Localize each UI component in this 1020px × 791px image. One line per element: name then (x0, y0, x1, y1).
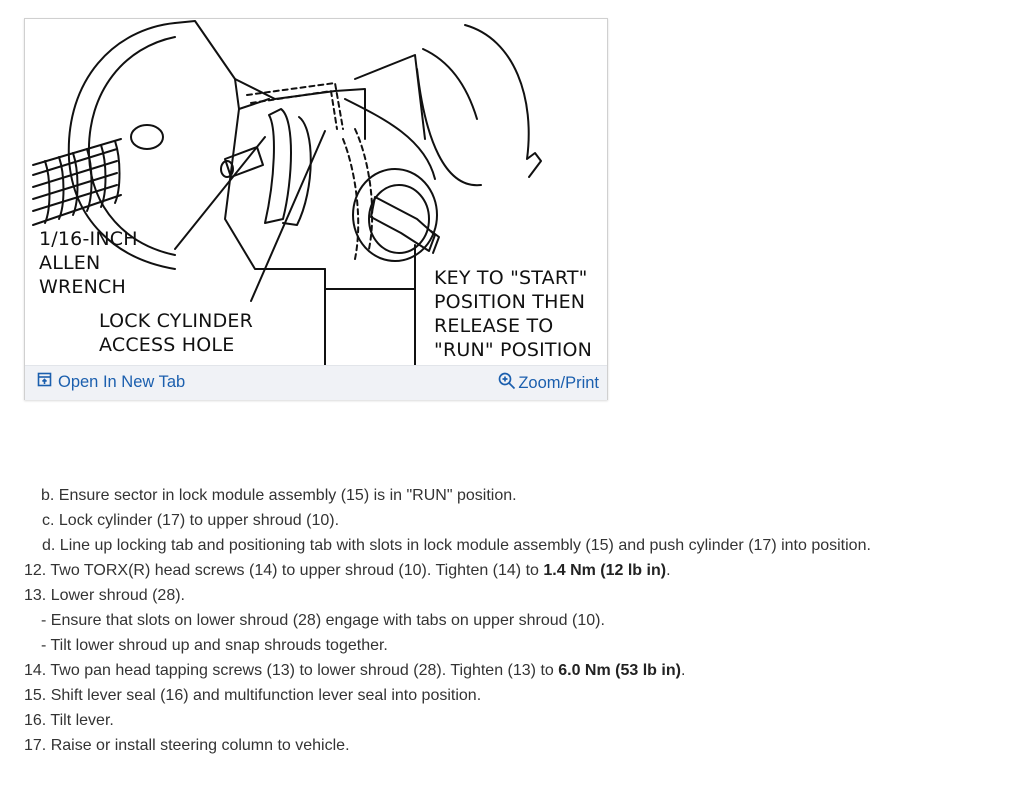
step-marker: 17. (24, 737, 47, 754)
open-in-new-tab-link[interactable]: Open In New Tab (37, 372, 185, 392)
list-item: 14. Two pan head tapping screws (13) to … (24, 658, 685, 683)
list-item: 12. Two TORX(R) head screws (14) to uppe… (24, 558, 671, 583)
callout-allen-wrench: 1/16-INCH ALLEN WRENCH (39, 228, 138, 298)
figure-toolbar: Open In New Tab Zoom/Print (25, 365, 607, 400)
list-item: c. Lock cylinder (17) to upper shroud (1… (42, 508, 339, 533)
zoom-print-label: Zoom/Print (518, 374, 599, 392)
list-item: - Tilt lower shroud up and snap shrouds … (41, 633, 388, 658)
step-text: Ensure sector in lock module assembly (1… (58, 487, 517, 504)
figure-card: 1/16-INCH ALLEN WRENCH LOCK CYLINDER ACC… (24, 18, 608, 400)
step-suffix: . (666, 562, 671, 579)
steering-column-illustration[interactable]: 1/16-INCH ALLEN WRENCH LOCK CYLINDER ACC… (25, 19, 607, 365)
step-marker: 15. (24, 687, 47, 704)
list-item: - Ensure that slots on lower shroud (28)… (41, 608, 605, 633)
list-item: 17. Raise or install steering column to … (24, 733, 350, 758)
zoom-print-link[interactable]: Zoom/Print (498, 372, 599, 395)
step-text: Raise or install steering column to vehi… (50, 737, 350, 754)
step-text: Tilt lower shroud up and snap shrouds to… (50, 637, 388, 654)
step-marker: 12. (24, 562, 47, 579)
external-link-icon (37, 372, 52, 392)
step-marker: c. (42, 512, 55, 529)
list-item: d. Line up locking tab and positioning t… (42, 533, 871, 558)
step-text: Lock cylinder (17) to upper shroud (10). (58, 512, 340, 529)
step-marker: - (41, 612, 47, 629)
torque-value: 1.4 Nm (12 lb in) (543, 562, 667, 579)
step-text: Two pan head tapping screws (13) to lowe… (50, 662, 559, 679)
step-text: Shift lever seal (16) and multifunction … (50, 687, 482, 704)
step-text: Lower shroud (28). (50, 587, 185, 604)
step-text: Line up locking tab and positioning tab … (59, 537, 871, 554)
step-text: Ensure that slots on lower shroud (28) e… (50, 612, 605, 629)
step-marker: 13. (24, 587, 47, 604)
step-text: Tilt lever. (50, 712, 114, 729)
list-item: b. Ensure sector in lock module assembly… (41, 483, 517, 508)
magnifier-plus-icon (498, 372, 516, 395)
step-marker: b. (41, 487, 55, 504)
list-item: 16. Tilt lever. (24, 708, 114, 733)
list-item: 15. Shift lever seal (16) and multifunct… (24, 683, 481, 708)
step-marker: 16. (24, 712, 47, 729)
step-text: Two TORX(R) head screws (14) to upper sh… (50, 562, 544, 579)
callout-lock-cylinder-access-hole: LOCK CYLINDER ACCESS HOLE (99, 310, 254, 356)
step-marker: - (41, 637, 47, 654)
step-suffix: . (680, 662, 686, 679)
list-item: 13. Lower shroud (28). (24, 583, 185, 608)
step-marker: d. (42, 537, 56, 554)
torque-value: 6.0 Nm (53 lb in) (558, 662, 681, 679)
step-marker: 14. (24, 662, 47, 679)
open-in-new-tab-label: Open In New Tab (58, 372, 186, 391)
callout-key-position: KEY TO "START" POSITION THEN RELEASE TO … (434, 267, 593, 361)
